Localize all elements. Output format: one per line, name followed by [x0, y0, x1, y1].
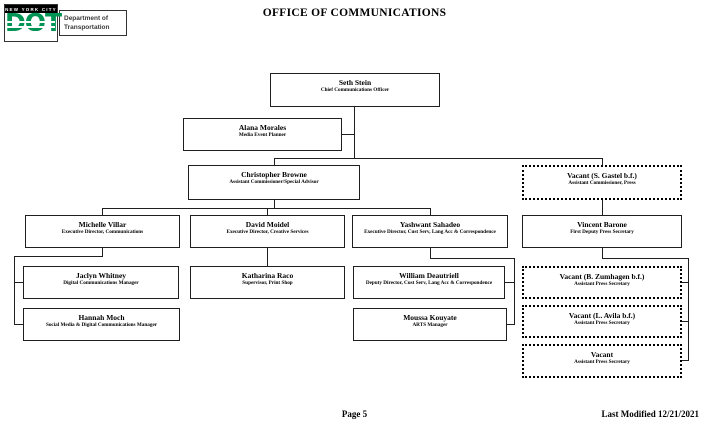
connector-line [14, 256, 103, 257]
org-node-name: Vacant (S. Gastel b.f.) [567, 171, 637, 180]
logo-stripe [7, 31, 55, 33]
connector-line [682, 321, 689, 322]
logo-stripe [7, 21, 55, 23]
connector-line [505, 282, 515, 283]
connector-line [102, 208, 103, 215]
logo-dept-line2: Transportation [64, 24, 110, 31]
org-node-name: Katharina Raco [241, 271, 294, 280]
org-node-name: Christopher Browne [241, 170, 307, 179]
connector-line [267, 208, 268, 215]
dot-logo-mark: NEW YORK CITY DOT [4, 4, 62, 42]
org-node-title: Executive Director, Communications [61, 229, 144, 235]
connector-line [274, 158, 603, 159]
connector-line [602, 258, 689, 259]
org-node-name: Hannah Moch [78, 313, 125, 322]
last-modified: Last Modified 12/21/2021 [601, 409, 699, 419]
org-node-title: Executive Director, Cust Serv, Lang Acc … [364, 229, 496, 235]
org-node-title: Assistant Press Secretary [574, 359, 630, 365]
nyc-dot-logo: NEW YORK CITY DOT Department of Transpor… [4, 4, 127, 42]
org-node-title: Executive Director, Creative Services [226, 229, 309, 235]
org-node-name: Vacant (L. Avila b.f.) [568, 311, 636, 320]
org-node-vacant-avila: Vacant (L. Avila b.f.)Assistant Press Se… [522, 305, 682, 338]
connector-line [14, 282, 23, 283]
logo-dept-text: Department of Transportation [59, 9, 127, 37]
org-node-vacant-zumhagen: Vacant (B. Zumhagen b.f.)Assistant Press… [522, 266, 682, 299]
connector-line [682, 282, 689, 283]
org-node-name: Seth Stein [338, 78, 372, 87]
connector-line [274, 158, 275, 165]
org-node-name: Vincent Barone [577, 220, 627, 229]
org-node-title: Social Media & Digital Communications Ma… [45, 322, 158, 328]
org-node-title: Media Event Planner [238, 132, 287, 138]
connector-line [602, 200, 603, 215]
connector-line [682, 360, 689, 361]
org-node-title: Assistant Commissioner, Press [568, 180, 636, 186]
org-node-name: David Moidel [245, 220, 290, 229]
org-node-name: William Deautriell [399, 271, 459, 280]
logo-stripe [7, 26, 55, 28]
connector-line [505, 324, 515, 325]
org-node-title: First Deputy Press Secretary [570, 229, 634, 235]
connector-line [602, 248, 603, 258]
connector-line [14, 324, 23, 325]
org-node-name: Jaclyn Whitney [75, 271, 127, 280]
org-node-name: Moussa Kouyate [403, 313, 457, 322]
connector-line [430, 208, 431, 215]
connector-line [14, 256, 15, 324]
org-node-title: Supervisor, Print Shop [242, 280, 293, 286]
logo-dept-line1: Department of [64, 14, 109, 22]
connector-line [430, 248, 431, 258]
org-node-name: Yashwant Sahadeo [399, 220, 461, 229]
org-node-name: Alana Morales [238, 123, 287, 132]
org-node-name: Vacant [590, 350, 614, 359]
logo-stripe [7, 36, 55, 38]
connector-line [102, 208, 431, 209]
org-node-title: Deputy Director, Cust Serv, Lang Acc & C… [365, 280, 493, 286]
connector-line [514, 258, 515, 324]
org-node-title: Chief Communications Officer [320, 87, 390, 93]
connector-line [342, 134, 355, 135]
page-title: OFFICE OF COMMUNICATIONS [262, 7, 447, 19]
org-node-title: Assistant Press Secretary [574, 320, 630, 326]
org-node-title: ARTS Manager [412, 322, 448, 328]
connector-line [602, 158, 603, 165]
org-node-vacant-gastel: Vacant (S. Gastel b.f.)Assistant Commiss… [522, 165, 682, 200]
logo-nyc-text: NEW YORK CITY [5, 5, 57, 13]
connector-line [688, 258, 689, 361]
connector-line [274, 200, 275, 208]
connector-line [354, 107, 355, 158]
page-number: Page 5 [341, 409, 368, 419]
org-node-title: Digital Communications Manager [63, 280, 139, 286]
connector-line [102, 248, 103, 256]
org-node-name: Michelle Villar [78, 220, 127, 229]
org-node-title: Assistant Commissioner/Special Advisor [229, 179, 319, 185]
org-node-title: Assistant Press Secretary [574, 281, 630, 287]
connector-line [267, 248, 268, 266]
org-node-name: Vacant (B. Zumhagen b.f.) [559, 272, 645, 281]
connector-line [430, 258, 515, 259]
